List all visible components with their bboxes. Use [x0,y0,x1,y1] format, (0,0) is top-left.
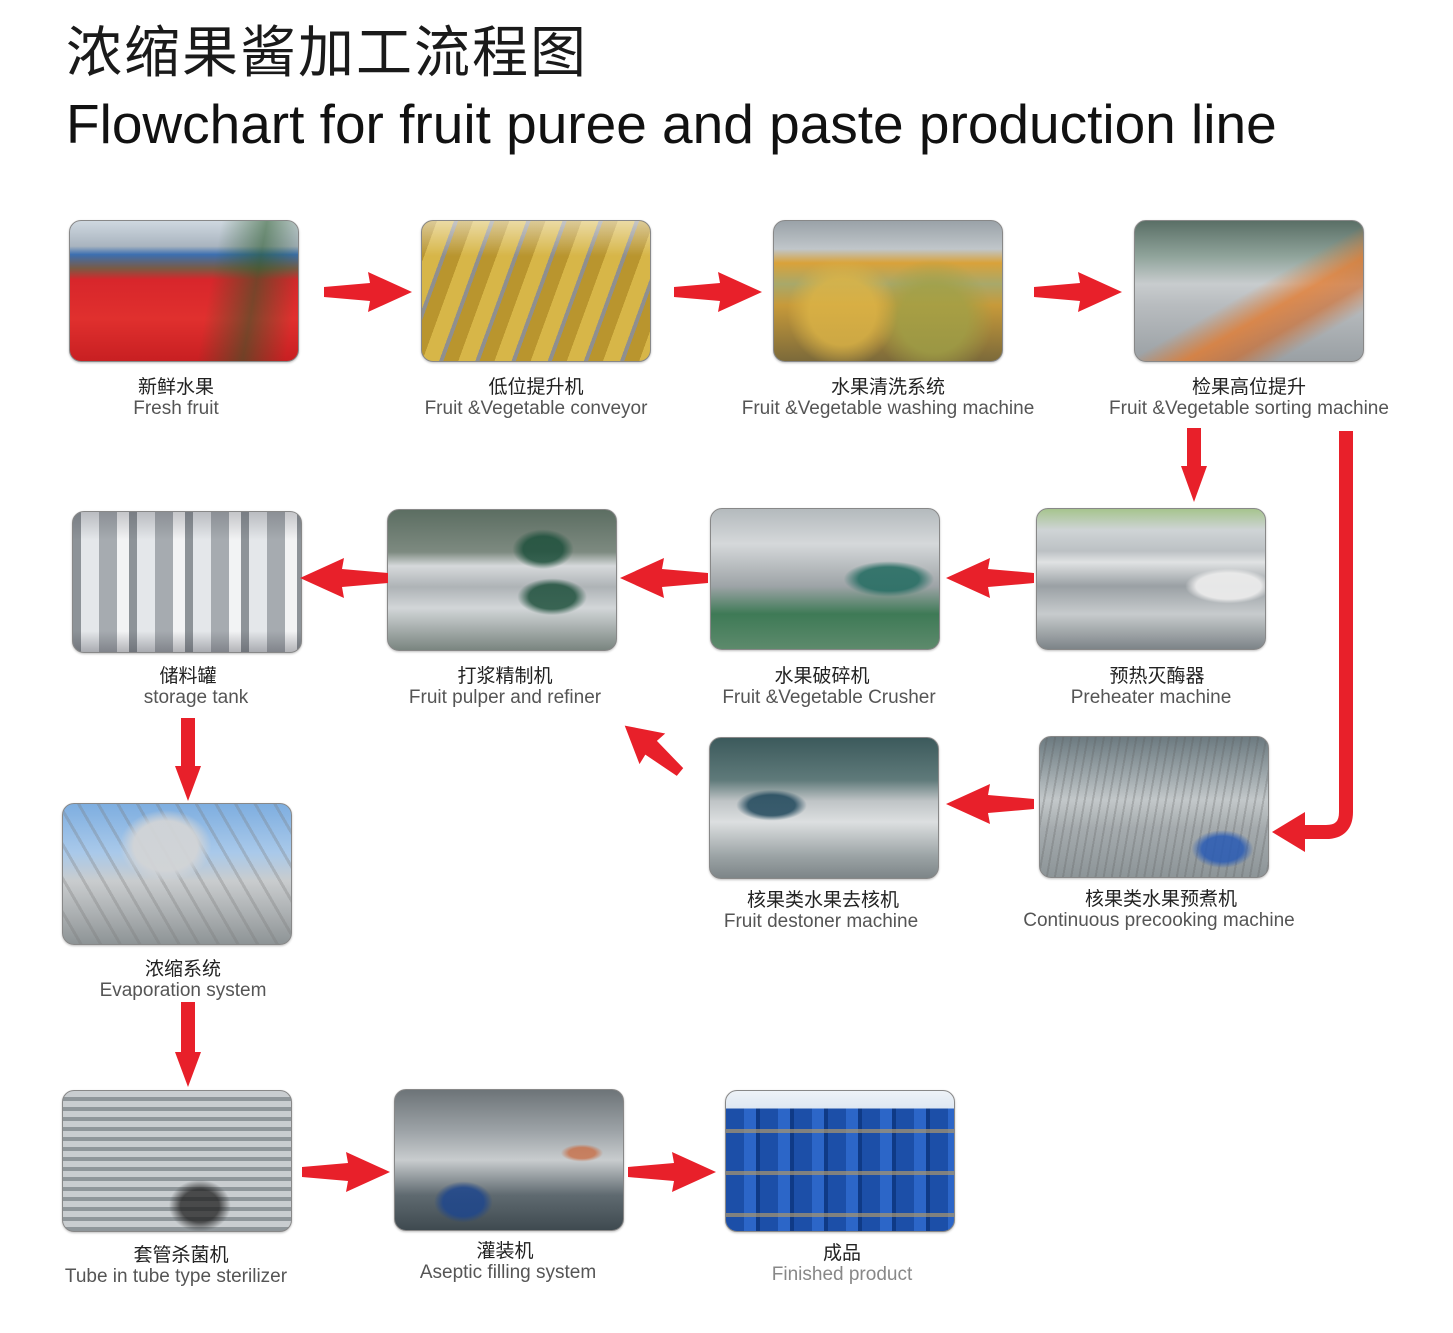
step-precooker [1039,736,1269,878]
step-fresh-fruit [69,220,299,362]
label-en-conveyor: Fruit &Vegetable conveyor [424,398,648,419]
label-cn-finished-product: 成品 [822,1242,862,1264]
label-cn-conveyor: 低位提升机 [488,376,584,398]
step-filling [394,1089,624,1231]
photo-filling [394,1089,624,1231]
step-evaporation [62,803,292,945]
arrow-destoner-to-pulper [611,710,693,788]
label-cn-evaporation: 浓缩系统 [144,958,222,980]
step-destoner [709,737,939,879]
photo-preheater [1036,508,1266,650]
label-en-filling: Aseptic filling system [419,1262,597,1283]
label-cn-fresh-fruit: 新鲜水果 [137,376,215,398]
label-en-sterilizer: Tube in tube type sterilizer [64,1266,288,1287]
arrow-sorting-to-precooker [1272,431,1353,852]
label-cn-crusher: 水果破碎机 [774,665,870,687]
arrow-preheater-to-crusher [946,558,1034,598]
title-chinese: 浓缩果酱加工流程图 [66,21,588,86]
photo-finished-product [725,1090,955,1232]
arrow-washing-to-sorting [1034,272,1122,312]
photo-precooker [1039,736,1269,878]
photo-washing [773,220,1003,362]
label-en-crusher: Fruit &Vegetable Crusher [722,687,936,708]
step-preheater [1036,508,1266,650]
label-cn-pulper: 打浆精制机 [457,665,553,687]
label-cn-sorting: 检果高位提升 [1191,376,1307,398]
label-cn-precooker: 核果类水果预煮机 [1084,888,1238,910]
arrow-crusher-to-pulper [620,558,708,598]
arrow-evaporation-to-sterilizer [175,1002,201,1087]
arrow-sorting-to-preheater [1181,428,1207,502]
label-cn-storage-tank: 储料罐 [159,665,217,687]
photo-pulper [387,509,617,651]
label-cn-washing: 水果清洗系统 [830,376,946,398]
label-en-storage-tank: storage tank [143,687,249,708]
step-conveyor [421,220,651,362]
label-en-pulper: Fruit pulper and refiner [408,687,602,708]
label-cn-preheater: 预热灭酶器 [1109,665,1205,687]
title-english: Flowchart for fruit puree and paste prod… [66,93,1277,155]
photo-fresh-fruit [69,220,299,362]
label-cn-filling: 灌装机 [476,1240,534,1262]
arrow-pulper-to-storage [300,558,388,598]
step-sterilizer [62,1090,292,1232]
step-sorting [1134,220,1364,362]
arrow-conveyor-to-washing [674,272,762,312]
photo-sorting [1134,220,1364,362]
label-cn-destoner: 核果类水果去核机 [746,889,900,911]
photo-sterilizer [62,1090,292,1232]
photo-destoner [709,737,939,879]
label-en-washing: Fruit &Vegetable washing machine [741,398,1035,419]
step-storage-tank [72,511,302,653]
label-en-evaporation: Evaporation system [99,980,267,1001]
arrow-precooker-to-destoner [946,784,1034,824]
photo-evaporation [62,803,292,945]
photo-crusher [710,508,940,650]
photo-storage-tank [72,511,302,653]
label-en-fresh-fruit: Fresh fruit [133,398,219,419]
label-en-preheater: Preheater machine [1070,687,1232,708]
photo-conveyor [421,220,651,362]
label-en-sorting: Fruit &Vegetable sorting machine [1109,398,1389,419]
step-crusher [710,508,940,650]
arrow-filling-to-finished [628,1152,716,1192]
step-finished-product [725,1090,955,1232]
label-en-finished-product: Finished product [771,1264,913,1285]
step-washing [773,220,1003,362]
label-cn-sterilizer: 套管杀菌机 [133,1244,229,1266]
label-en-precooker: Continuous precooking machine [1023,910,1295,931]
arrow-fresh-to-conveyor [324,272,412,312]
arrow-sterilizer-to-filling [302,1152,390,1192]
arrow-storage-to-evaporation [175,718,201,801]
label-en-destoner: Fruit destoner machine [723,911,919,932]
step-pulper [387,509,617,651]
